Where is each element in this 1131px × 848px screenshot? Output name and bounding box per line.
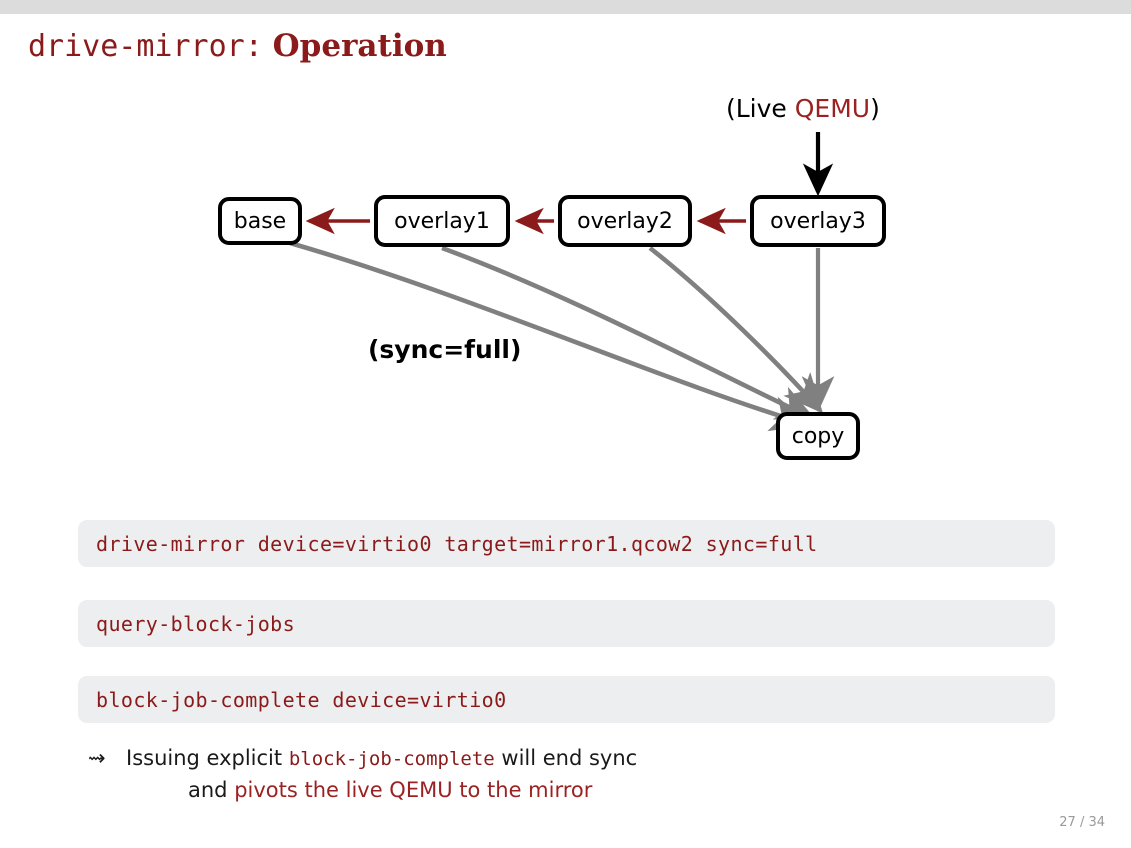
code-block-query-block-jobs-text: query-block-jobs (96, 611, 296, 636)
node-overlay1[interactable]: overlay1 (374, 195, 510, 247)
bullet-line1-command: block-job-complete (288, 748, 495, 770)
node-base[interactable]: base (218, 197, 302, 245)
live-qemu-prefix: (Live (726, 94, 795, 123)
node-overlay1-label: overlay1 (394, 208, 490, 234)
edge-overlay1-to-copy (441, 245, 817, 421)
bullet-line2-accent: pivots the live QEMU to the mirror (234, 778, 593, 802)
node-copy-label: copy (791, 423, 845, 449)
bullet-line1-prefix: Issuing explicit (126, 746, 289, 770)
page-title-command: drive-mirror: (28, 29, 263, 64)
node-overlay2-label: overlay2 (577, 208, 673, 234)
bullet-line2: and pivots the live QEMU to the mirror (188, 775, 988, 806)
edge-base-to-copy (289, 240, 811, 432)
code-block-block-job-complete: block-job-complete device=virtio0 (78, 676, 1055, 723)
node-overlay3-label: overlay3 (770, 208, 866, 234)
code-block-drive-mirror-text: drive-mirror device=virtio0 target=mirro… (96, 531, 818, 556)
edge-overlay2-to-copy (648, 246, 824, 414)
bullet-line2-prefix: and (188, 778, 235, 802)
page-number: 27 / 34 (1059, 815, 1105, 830)
node-base-label: base (233, 208, 287, 234)
node-overlay2[interactable]: overlay2 (558, 195, 692, 247)
diagram-edges (289, 132, 835, 432)
page-title: drive-mirror: Operation (28, 28, 447, 64)
code-block-drive-mirror: drive-mirror device=virtio0 target=mirro… (78, 520, 1055, 567)
block-mirror-diagram: (Live QEMU) (sync=full) base overlay1 ov… (0, 80, 1131, 490)
bullet-note-text: Issuing explicit block-job-complete will… (126, 743, 988, 806)
bullet-line1-suffix: will end sync (494, 746, 638, 770)
squiggly-arrow-icon: ⇝ (88, 746, 106, 770)
node-copy[interactable]: copy (776, 412, 860, 460)
slide-top-bar (0, 0, 1131, 14)
code-block-block-job-complete-text: block-job-complete device=virtio0 (96, 687, 507, 712)
live-qemu-label: (Live QEMU) (726, 94, 880, 123)
sync-mode-label: (sync=full) (368, 335, 522, 364)
node-overlay3[interactable]: overlay3 (750, 195, 886, 247)
bullet-note: ⇝ Issuing explicit block-job-complete wi… (88, 743, 988, 806)
page-title-subject: Operation (272, 28, 447, 64)
live-qemu-suffix: ) (870, 94, 880, 123)
code-block-query-block-jobs: query-block-jobs (78, 600, 1055, 647)
live-qemu-accent: QEMU (794, 94, 871, 123)
